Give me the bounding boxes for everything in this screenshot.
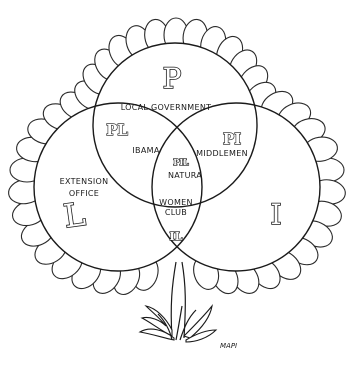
label-club: CLUB	[165, 208, 187, 217]
letter-i: I	[270, 198, 281, 231]
letter-p: P	[163, 62, 182, 95]
badge-pl: PL	[106, 121, 128, 139]
badge-pi: PI	[223, 130, 241, 148]
label-middlemen: MIDDLEMEN	[196, 149, 248, 158]
label-natura: NATURA	[168, 171, 202, 180]
label-office: OFFICE	[69, 189, 99, 198]
label-extension: EXTENSION	[60, 177, 109, 186]
label-ibama: IBAMA	[132, 146, 159, 155]
label-local-government: LOCAL GOVERNMENT	[121, 103, 212, 112]
label-women: WOMEN	[159, 198, 193, 207]
badge-pil: PIL	[173, 157, 189, 167]
badge-il: IL	[170, 230, 183, 243]
artist-signature: MAPI	[220, 342, 237, 350]
